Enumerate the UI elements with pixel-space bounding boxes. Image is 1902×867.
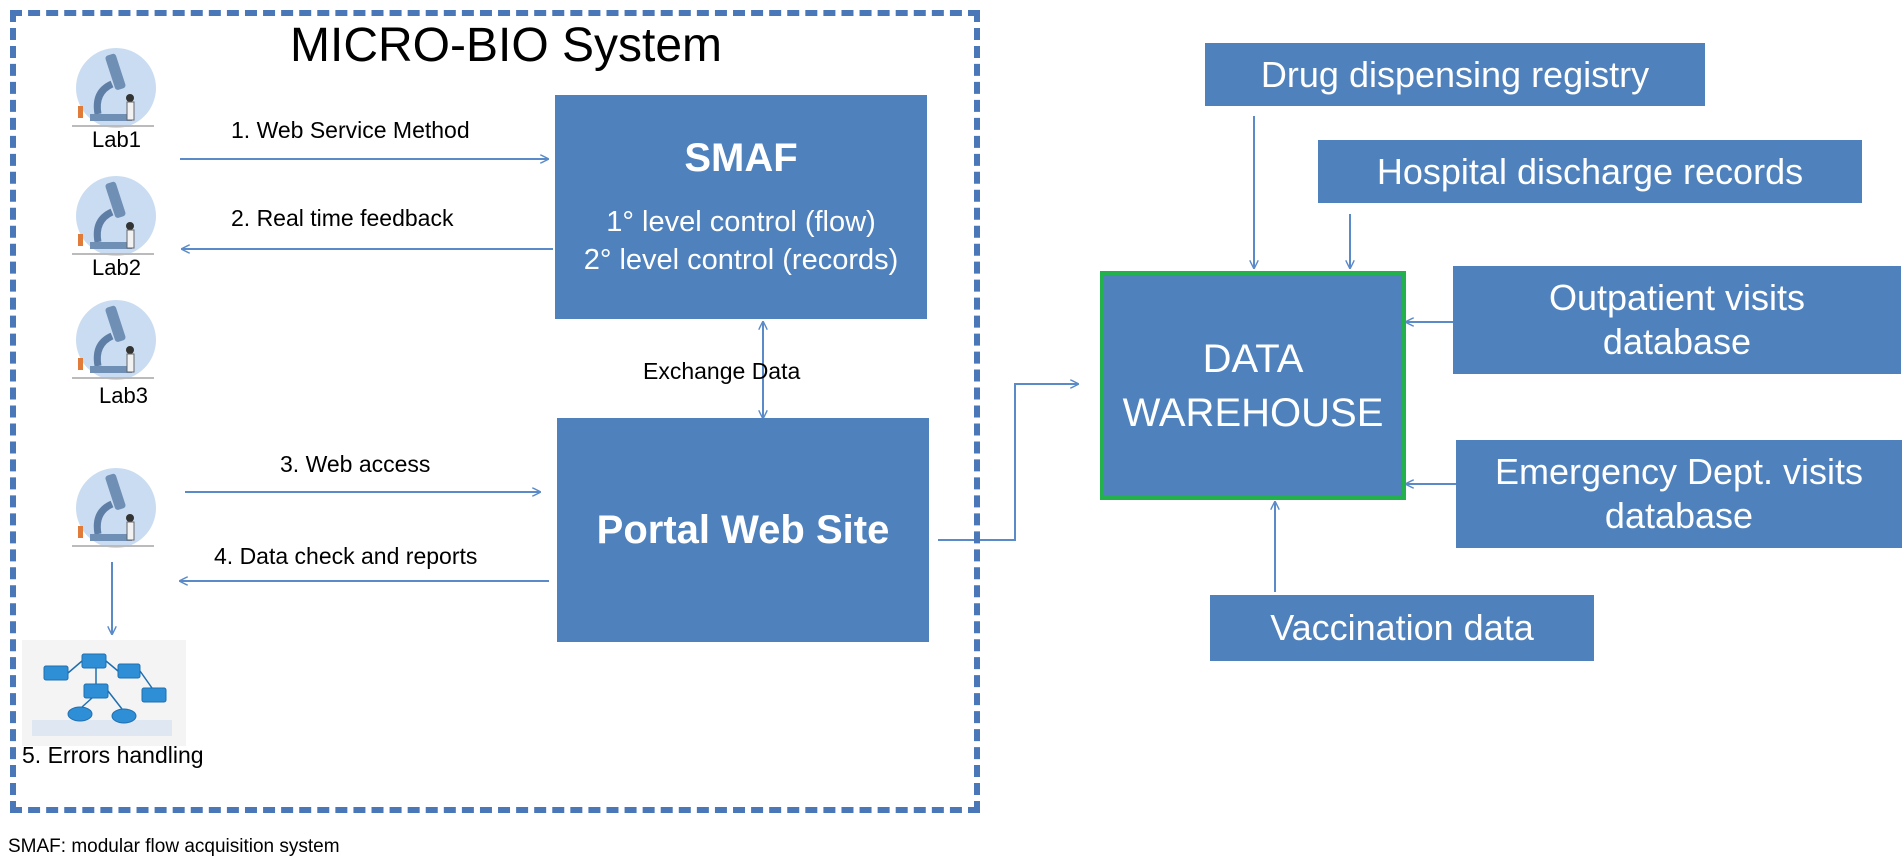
footnote: SMAF: modular flow acquisition system [8,836,340,857]
data-warehouse-box: DATA WAREHOUSE [1100,271,1406,500]
warehouse-line-2: WAREHOUSE [1122,390,1384,435]
lab2-label: Lab2 [92,255,141,280]
source-outpatient-line-1: Outpatient visits [1548,277,1806,318]
source-hospital-discharge-label: Hospital discharge records [1376,150,1804,192]
portal-web-site-box: Portal Web Site [557,418,929,642]
micro-bio-system-frame [10,10,980,813]
source-drug-dispensing: Drug dispensing registry [1205,43,1705,106]
flowchart-icon [22,640,186,746]
smaf-line-flow: 1° level control (flow) [606,205,876,238]
lab3-microscope-icon [72,300,156,380]
smaf-line-records: 2° level control (records) [583,243,899,276]
source-emergency-line-2: database [1604,495,1754,536]
source-hospital-discharge: Hospital discharge records [1318,140,1862,203]
source-drug-dispensing-label: Drug dispensing registry [1260,53,1650,95]
step-real-time-feedback: 2. Real time feedback [231,205,454,231]
system-title: MICRO-BIO System [290,19,723,72]
source-vaccination-label: Vaccination data [1270,607,1534,648]
lab2-microscope-icon [72,176,156,256]
step-web-access: 3. Web access [280,451,431,477]
warehouse-line-1: DATA [1202,336,1304,381]
step-errors-handling: 5. Errors handling [22,742,204,768]
source-vaccination: Vaccination data [1210,595,1594,661]
lab1-label: Lab1 [92,127,141,152]
smaf-title: SMAF [684,135,798,180]
portal-user-microscope-icon [72,468,156,548]
source-outpatient-line-2: database [1602,321,1752,362]
lab3-label: Lab3 [99,383,148,408]
step-data-check: 4. Data check and reports [214,543,478,569]
source-emergency-visits: Emergency Dept. visits database [1456,440,1902,548]
portal-title: Portal Web Site [596,507,890,552]
source-emergency-line-1: Emergency Dept. visits [1494,451,1864,492]
step-web-service-method: 1. Web Service Method [231,117,470,143]
exchange-data-label: Exchange Data [643,358,801,384]
lab1-microscope-icon [72,48,156,128]
source-outpatient-visits: Outpatient visits database [1453,266,1901,374]
smaf-box: SMAF 1° level control (flow) 2° level co… [555,95,927,319]
